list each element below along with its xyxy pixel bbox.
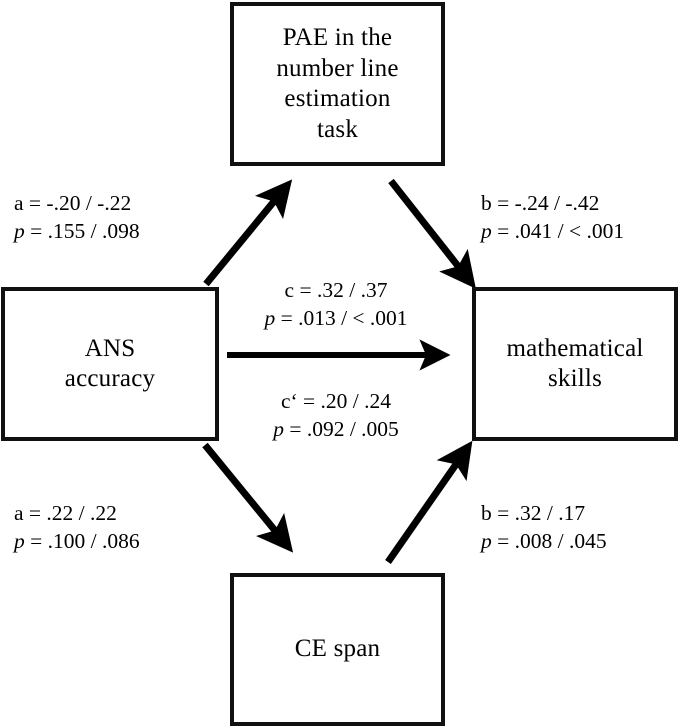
arrow-ans-to-pae <box>203 179 293 287</box>
edge-pvalue-c-prime: p = .092 / .005 <box>226 416 446 444</box>
edge-label-c-prime: c‘ = .20 / .24 p = .092 / .005 <box>226 388 446 444</box>
node-ce[interactable]: CE span <box>230 573 445 726</box>
edge-coefficient-a-top: a = -.20 / -.22 <box>14 191 132 215</box>
p-value-text: = .155 / .098 <box>24 218 140 243</box>
p-symbol: p <box>481 528 492 553</box>
p-value-text: = .013 / < .001 <box>275 305 408 330</box>
arrow-pae-to-math <box>388 178 476 289</box>
p-symbol: p <box>273 416 284 441</box>
p-symbol: p <box>14 218 25 243</box>
p-symbol: p <box>14 528 25 553</box>
p-value-text: = .100 / .086 <box>24 528 140 553</box>
node-math-label: mathematical skills <box>506 334 644 393</box>
node-ce-label: CE span <box>294 635 381 663</box>
edge-pvalue-c-total: p = .013 / < .001 <box>226 305 446 333</box>
edge-coefficient-c-total: c = .32 / .37 <box>284 278 388 302</box>
edge-label-c-total: c = .32 / .37 p = .013 / < .001 <box>226 277 446 333</box>
p-value-text: = .092 / .005 <box>283 416 399 441</box>
node-pae[interactable]: PAE in the number line estimation task <box>230 2 445 166</box>
p-symbol: p <box>264 305 276 330</box>
p-value-text: = .008 / .045 <box>491 528 607 553</box>
edge-label-a-bottom: a = .22 / .22 p = .100 / .086 <box>14 500 140 556</box>
p-value-text: = .041 / < .001 <box>491 218 625 243</box>
node-ans-label: ANS accuracy <box>64 334 156 393</box>
arrow-ans-to-ce <box>202 442 294 553</box>
edge-pvalue-a-bottom: p = .100 / .086 <box>14 528 140 556</box>
edge-label-a-top: a = -.20 / -.22 p = .155 / .098 <box>14 190 140 246</box>
edge-pvalue-b-top: p = .041 / < .001 <box>481 218 624 246</box>
edge-label-b-bottom: b = .32 / .17 p = .008 / .045 <box>481 500 607 556</box>
node-pae-label: PAE in the number line estimation task <box>276 24 399 143</box>
edge-coefficient-b-bottom: b = .32 / .17 <box>481 501 586 525</box>
edge-coefficient-b-top: b = -.24 / -.42 <box>481 191 600 215</box>
edge-coefficient-c-prime: c‘ = .20 / .24 <box>280 389 392 413</box>
p-symbol: p <box>481 218 492 243</box>
edge-coefficient-a-bottom: a = .22 / .22 <box>14 501 117 525</box>
node-ans[interactable]: ANS accuracy <box>1 287 219 441</box>
edge-pvalue-b-bottom: p = .008 / .045 <box>481 528 607 556</box>
edge-label-b-top: b = -.24 / -.42 p = .041 / < .001 <box>481 190 624 246</box>
edge-pvalue-a-top: p = .155 / .098 <box>14 218 140 246</box>
arrow-ce-to-math <box>385 440 473 565</box>
node-math[interactable]: mathematical skills <box>472 287 678 441</box>
